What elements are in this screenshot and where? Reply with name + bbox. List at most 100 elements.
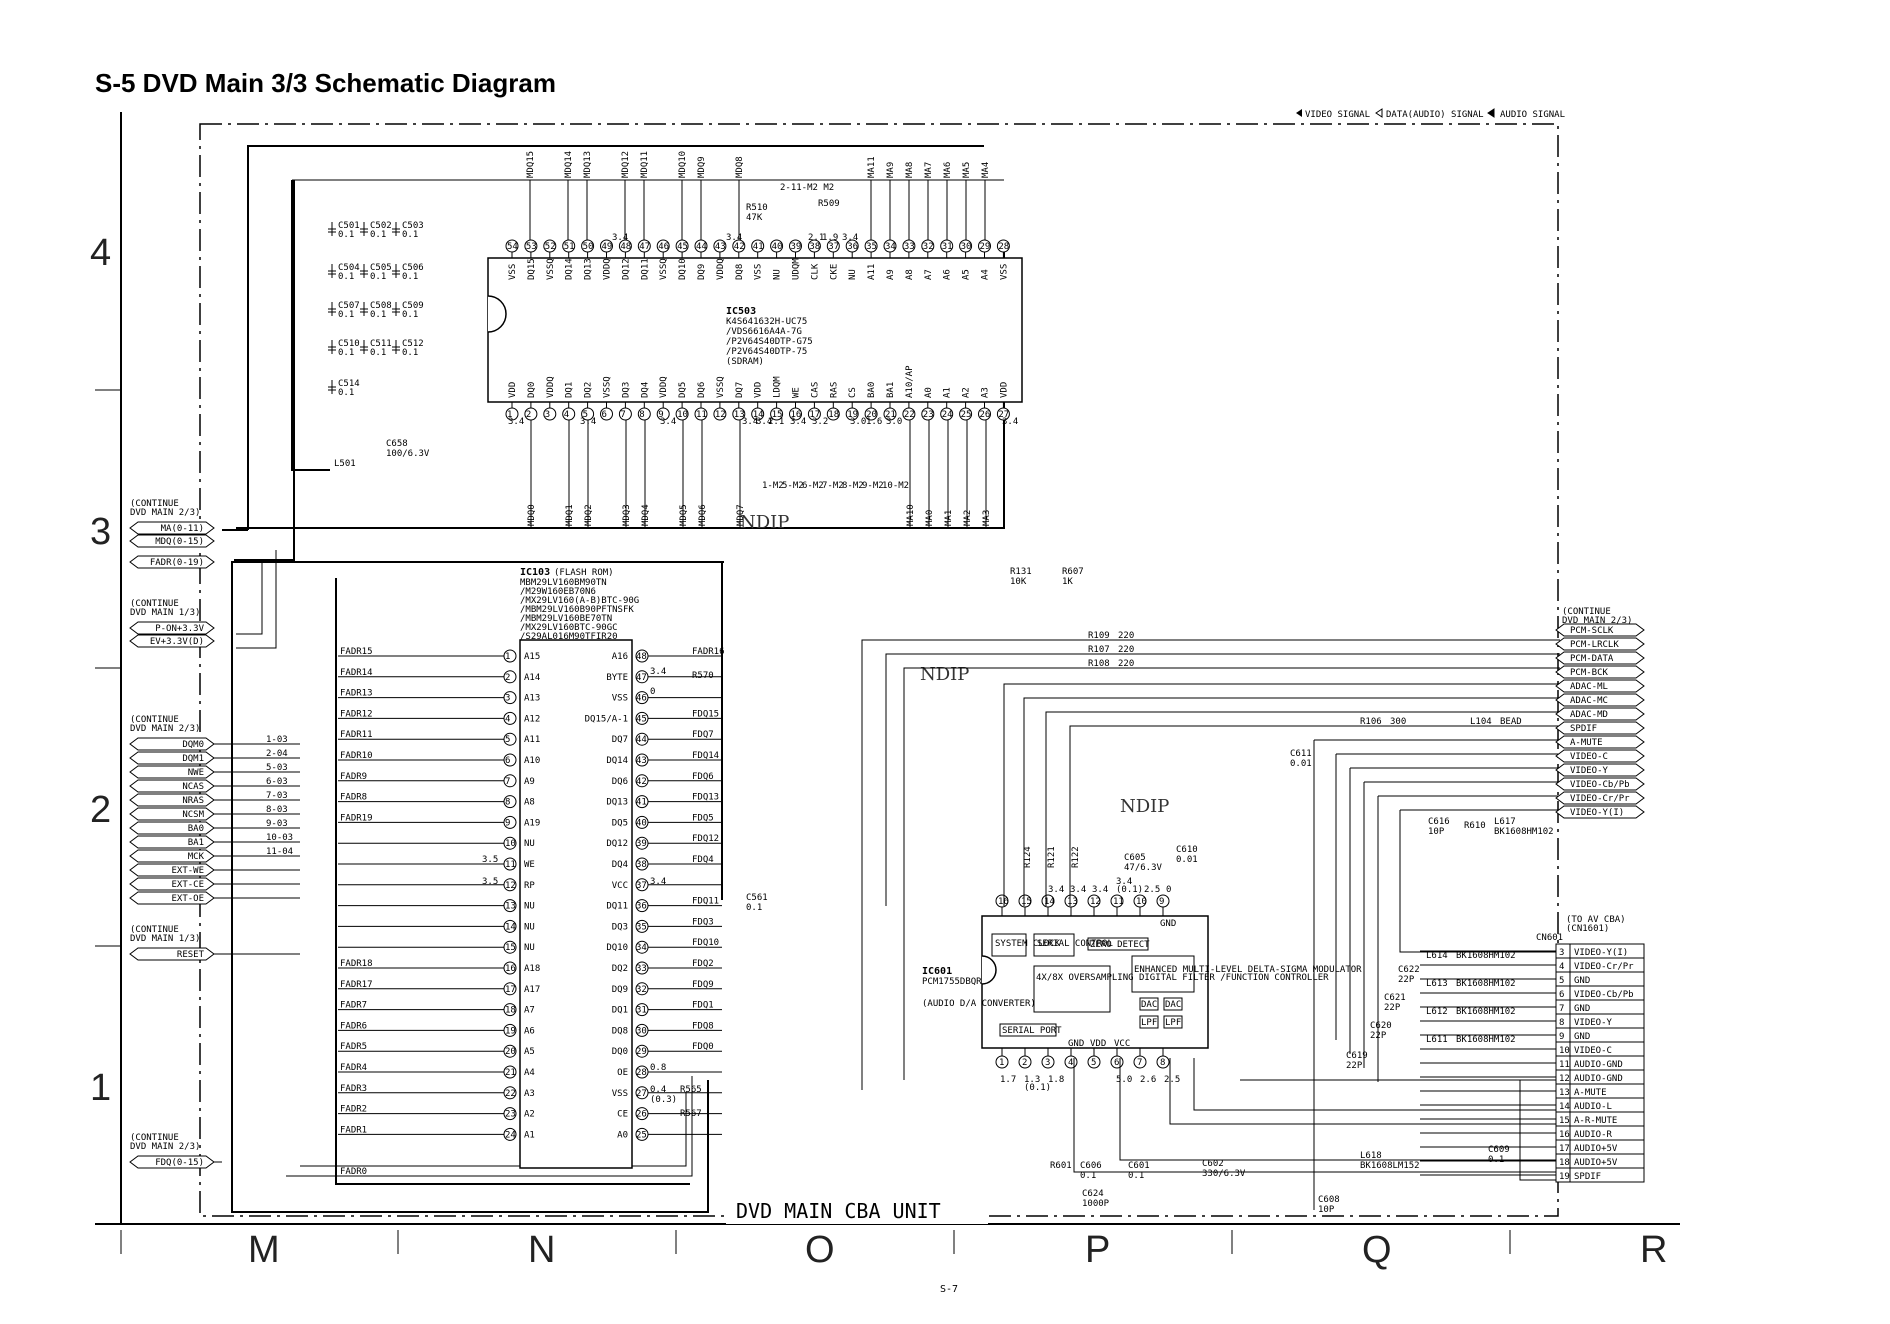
inductor-value: BK1608HM102 bbox=[1456, 1035, 1516, 1045]
r122-ref: R122 bbox=[1071, 846, 1081, 868]
ic103-right-pin-number: 45 bbox=[636, 714, 647, 724]
ic503-top-pin-number: 53 bbox=[526, 242, 537, 252]
ic503-top-pin-name: CKE bbox=[829, 264, 839, 280]
ic503-top-pin-name: CLK bbox=[810, 263, 820, 280]
cn601-pin-signal: AUDIO+5V bbox=[1574, 1158, 1618, 1168]
ic503-top-pin-number: 36 bbox=[847, 242, 858, 252]
right-conn-signal: ADAC-MD bbox=[1570, 710, 1608, 720]
connector-tag bbox=[129, 555, 215, 569]
ic503-bot-pin-name: VSSQ bbox=[716, 376, 726, 398]
cn601-pin-number: 3 bbox=[1559, 948, 1564, 958]
ic103-left-pin-number: 1 bbox=[505, 652, 510, 662]
row-number-1: 1 bbox=[90, 1067, 111, 1109]
ic503-bot-pin-name: DQ0 bbox=[527, 382, 537, 398]
ic503-top-pin-circle bbox=[751, 239, 765, 253]
block-serial-port bbox=[999, 1023, 1057, 1037]
ic503-top-pin-circle bbox=[789, 239, 802, 253]
ic601-voltage: (0.1) bbox=[1116, 885, 1143, 895]
ic601-voltage: 3.4 bbox=[1048, 885, 1064, 895]
right-conn-tag bbox=[1555, 693, 1645, 707]
unit-label-bg bbox=[726, 1196, 988, 1224]
ic503-top-bus-label: MA7 bbox=[924, 162, 934, 178]
ic503-top-bus-label: MDQ9 bbox=[697, 156, 707, 178]
cn601-pin-signal: AUDIO-R bbox=[1574, 1130, 1613, 1140]
right-conn-tag bbox=[1555, 721, 1645, 735]
ic601-bot-pin-number: 1 bbox=[999, 1058, 1004, 1068]
voltage-reading: 3.4 bbox=[756, 417, 772, 427]
ic503-bot-pin-circle bbox=[713, 407, 727, 421]
c610-value: 0.01 bbox=[1176, 855, 1198, 865]
cn601-pin-signal: VIDEO-Y bbox=[1574, 1018, 1613, 1028]
connector-signal: NRAS bbox=[182, 796, 204, 806]
ic503-bot-pin-number: 18 bbox=[828, 410, 839, 420]
block-lpf-r-label: LPF bbox=[1165, 1018, 1181, 1028]
ic103-left-pin-circle bbox=[503, 1107, 517, 1121]
ic503-bot-pin-circle bbox=[940, 407, 954, 421]
cn601-pin-number: 5 bbox=[1559, 976, 1564, 986]
l501-ref: L501 bbox=[334, 459, 356, 469]
ic103-right-pin-number: 27 bbox=[636, 1089, 647, 1099]
ic103-right-pin-name: DQ11 bbox=[606, 902, 628, 912]
ic103-right-net: FDQ1 bbox=[692, 1001, 714, 1011]
ic601-bot-pin-number: 3 bbox=[1045, 1058, 1050, 1068]
ic503-top-bus-label: MDQ15 bbox=[526, 151, 536, 178]
inductor-ref: L612 bbox=[1426, 1007, 1448, 1017]
ic503-top-pin-number: 42 bbox=[734, 242, 745, 252]
ic503-bot-pin-circle bbox=[637, 407, 651, 421]
l104-value: BEAD bbox=[1500, 717, 1522, 727]
right-conn-signal: SPDIF bbox=[1570, 724, 1597, 734]
ic601-blocks: SYSTEM CLOCK SERIAL CONTROL ZERO DETECT … bbox=[991, 933, 1362, 1037]
ic503-top-pin-name: A11 bbox=[867, 264, 877, 280]
ic503-pins: 54VSS53DQ1552VSSQ51DQ1450DQ1349VDDQ48DQ1… bbox=[505, 151, 1018, 528]
ic103-right-pin-circle bbox=[635, 1127, 649, 1141]
ic103-left-pin-circle bbox=[503, 919, 517, 933]
c621-value: 22P bbox=[1384, 1003, 1401, 1013]
page-number: S-7 bbox=[940, 1284, 958, 1295]
ic103-left-net: FADR11 bbox=[340, 730, 373, 740]
ic103-voltage: 3.4 bbox=[650, 667, 666, 677]
cap-ref: C509 bbox=[402, 301, 424, 311]
ic503-top-pin-circle bbox=[543, 239, 557, 253]
l617-value: BK1608HM102 bbox=[1494, 827, 1554, 837]
block-modulator bbox=[1131, 955, 1195, 993]
right-conn-signal: PCM-DATA bbox=[1570, 654, 1614, 664]
ic503-top-pin-name: A9 bbox=[886, 269, 896, 280]
ic503-bot-bus-label: MA0 bbox=[925, 510, 935, 526]
ic503-top-pin-number: 41 bbox=[753, 242, 764, 252]
ic103-left-pin-name: WE bbox=[524, 860, 535, 870]
voltage-reading: 2.1 bbox=[808, 233, 824, 243]
ic503-bot-pin-circle bbox=[807, 407, 821, 421]
ic503-bot-pin-circle bbox=[600, 407, 613, 421]
ic503-bot-pin-name: DQ4 bbox=[640, 382, 650, 398]
ic103-left-pin-number: 10 bbox=[505, 839, 516, 849]
ic103-left-pin-number: 20 bbox=[505, 1047, 516, 1057]
c620-ref: C620 bbox=[1370, 1021, 1392, 1031]
connector-signal: RESET bbox=[177, 950, 205, 960]
ic103-left-net: FADR3 bbox=[340, 1084, 367, 1094]
l104-ref: L104 bbox=[1470, 717, 1492, 727]
cap-ref: C506 bbox=[402, 263, 424, 273]
ic503-bot-pin-name: A0 bbox=[924, 387, 934, 398]
ic503-top-pin-name: A4 bbox=[981, 269, 991, 280]
block-lpf-l bbox=[1139, 1015, 1159, 1029]
connector-signal: FDQ(0-15) bbox=[155, 1158, 204, 1168]
ic503-bot-pin-number: 8 bbox=[639, 410, 644, 420]
ic103-right-pin-name: DQ14 bbox=[606, 756, 628, 766]
ic503-bot-pin-number: 1 bbox=[507, 410, 512, 420]
ic103-right-net: FDQ7 bbox=[692, 730, 714, 740]
ic103-right-pin-circle bbox=[635, 774, 649, 788]
cn601-pin-signal: VIDEO-C bbox=[1574, 1046, 1612, 1056]
ic601-part: PCM1755DBQR bbox=[922, 977, 982, 987]
inductor-value: BK1608HM102 bbox=[1456, 951, 1516, 961]
ic503-top-pin-number: 35 bbox=[866, 242, 877, 252]
ic103-left-net: FADR12 bbox=[340, 709, 373, 719]
ic103-left-pin-number: 9 bbox=[505, 818, 510, 828]
connector-signal: NWE bbox=[188, 768, 204, 778]
ic103-ref: IC103 bbox=[520, 567, 550, 578]
ic503-top-pin-number: 44 bbox=[696, 242, 707, 252]
ic503-top-pin-name: DQ9 bbox=[697, 264, 707, 280]
ic103-left-pin-number: 16 bbox=[505, 964, 516, 974]
ic601-top-pin-number: 15 bbox=[1021, 897, 1032, 907]
video-arrow-icon bbox=[1296, 109, 1302, 117]
block-lpf-r bbox=[1163, 1015, 1183, 1029]
